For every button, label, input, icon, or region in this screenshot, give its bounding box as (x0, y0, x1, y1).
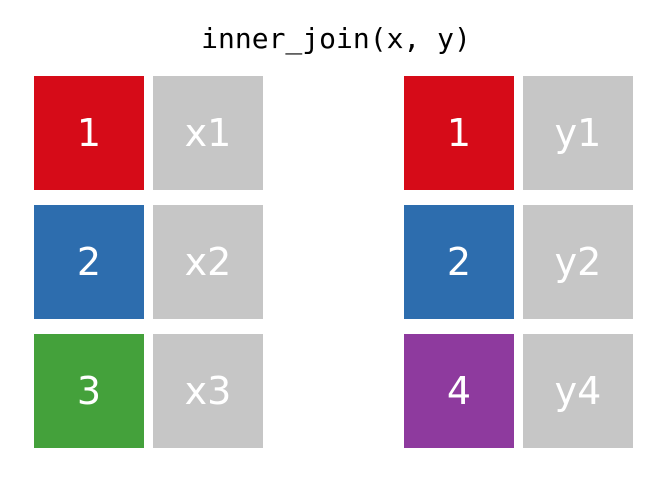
value-cell: y2 (523, 205, 633, 319)
page-title: inner_join(x, y) (201, 22, 471, 55)
key-cell: 1 (34, 76, 144, 190)
value-cell: x2 (153, 205, 263, 319)
value-cell: y4 (523, 334, 633, 448)
table-row: 1 y1 (404, 76, 633, 190)
table-row: 2 y2 (404, 205, 633, 319)
value-cell: x1 (153, 76, 263, 190)
value-cell: y1 (523, 76, 633, 190)
key-cell: 4 (404, 334, 514, 448)
table-row: 4 y4 (404, 334, 633, 448)
table-x: 1 x1 2 x2 3 x3 (34, 76, 263, 448)
table-row: 3 x3 (34, 334, 263, 448)
table-row: 1 x1 (34, 76, 263, 190)
key-cell: 1 (404, 76, 514, 190)
value-cell: x3 (153, 334, 263, 448)
key-cell: 2 (34, 205, 144, 319)
key-cell: 2 (404, 205, 514, 319)
table-y: 1 y1 2 y2 4 y4 (404, 76, 633, 448)
key-cell: 3 (34, 334, 144, 448)
table-row: 2 x2 (34, 205, 263, 319)
